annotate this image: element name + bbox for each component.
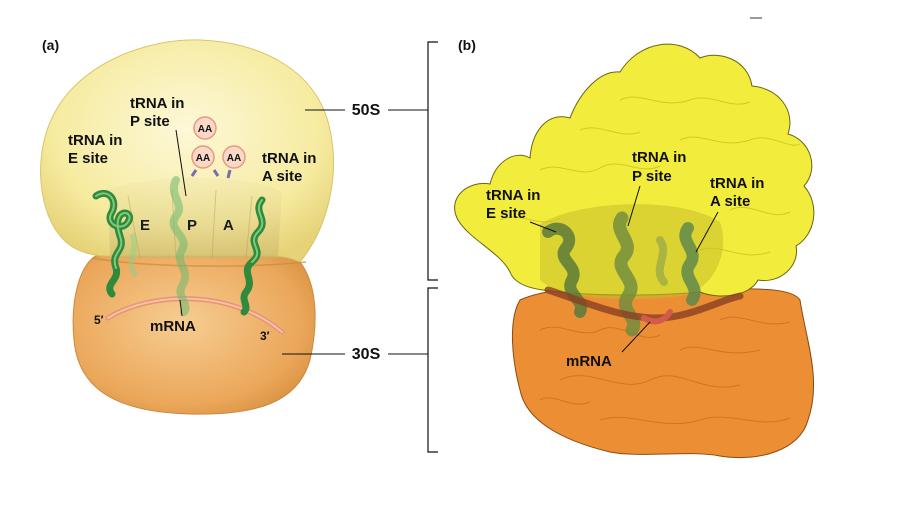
aa-label-1: AA [198, 124, 212, 135]
trna-e-lower-a [128, 232, 139, 278]
trna-e-label-line2-a: E site [68, 150, 108, 167]
mrna-pointer-a [179, 299, 183, 317]
site-e-letter: E [140, 217, 150, 234]
trna-e-label-line1-b: tRNA in [486, 187, 540, 204]
trna-a-label-line2-b: A site [710, 193, 750, 210]
trna-p-label-line2-b: P site [632, 168, 672, 185]
bracket-30s [427, 287, 438, 453]
label-30s: 30S [352, 346, 381, 363]
trna-a-pointer-b [695, 211, 719, 253]
trna-a-site-a [240, 196, 266, 316]
aa-label-2: AA [196, 153, 210, 164]
trna-e-pointer-b [529, 221, 557, 233]
trna-p-label-line1-b: tRNA in [632, 149, 686, 166]
mrna-pointer-b [621, 321, 651, 353]
site-p-letter: P [187, 217, 197, 234]
trna-p-site-a [169, 176, 190, 316]
panel-a-label: (a) [42, 37, 59, 53]
five-prime-label: 5′ [94, 313, 104, 327]
aa-circles: AA AA AA [190, 116, 246, 179]
mrna-strand-a [105, 296, 285, 335]
trna-a-label-line1-b: tRNA in [710, 175, 764, 192]
mrna-highlight-b [641, 309, 673, 325]
three-prime-label: 3′ [260, 329, 270, 343]
trna-p-pointer-a [175, 129, 187, 197]
aa-label-3: AA [227, 153, 241, 164]
trna-e-site-a [92, 189, 133, 298]
trna-p-label-line1-a: tRNA in [130, 95, 184, 112]
bracket-50s [427, 41, 438, 281]
label-50s: 50S [352, 102, 381, 119]
mrna-label-a: mRNA [150, 318, 196, 335]
small-subunit-b [512, 285, 814, 458]
trna-e-label-line2-b: E site [486, 205, 526, 222]
mrna-label-b: mRNA [566, 353, 612, 370]
mrna-strand-b [544, 286, 744, 322]
trna-p-label-line2-a: P site [130, 113, 170, 130]
trna-a-label-line2-a: A site [262, 168, 302, 185]
amino-acid-3 [222, 145, 246, 169]
panel-b-label: (b) [458, 37, 476, 53]
trna-a-site-b [655, 222, 701, 306]
site-a-letter: A [223, 217, 234, 234]
amino-acid-2 [191, 145, 215, 169]
amino-acid-1 [193, 116, 217, 140]
trna-p-pointer-b [627, 185, 641, 227]
trna-e-label-line1-a: tRNA in [68, 132, 122, 149]
aa-linkers [190, 169, 232, 179]
trna-a-label-line1-a: tRNA in [262, 150, 316, 167]
